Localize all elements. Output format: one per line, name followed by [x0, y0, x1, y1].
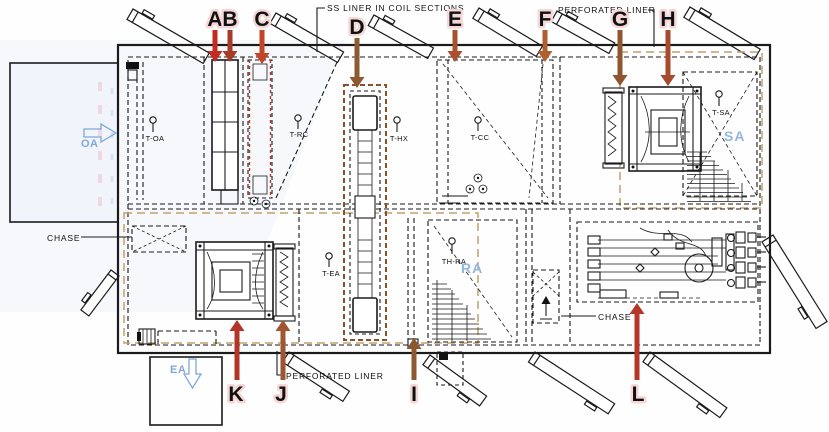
marker-arrow-g: [612, 30, 628, 86]
chase-box-left: [131, 225, 187, 253]
svg-text:T-SA: T-SA: [712, 108, 730, 117]
sensor-t-cc: T-CC: [471, 116, 490, 142]
door: [527, 351, 616, 415]
callout-chase-right: CHASE: [598, 312, 631, 322]
airflow-labels: OA EA RA SA: [81, 122, 745, 390]
ra-plenum: [427, 219, 518, 343]
ea-flow-arrow: [182, 358, 203, 390]
marker-letter-h: H: [660, 8, 675, 31]
svg-text:T-HX: T-HX: [390, 134, 408, 143]
sensors: T-OA T-RC T-HX T-CC T-SA TH-RA T-EA: [146, 90, 730, 278]
marker-letter-l: L: [632, 383, 645, 406]
marker-letter-c: C: [254, 8, 269, 31]
svg-text:TH-RA: TH-RA: [442, 257, 466, 266]
door: [367, 14, 435, 60]
marker-letter-e: E: [448, 8, 462, 31]
sensor-t-sa: T-SA: [712, 90, 730, 117]
marker-arrow-b: [222, 30, 238, 62]
svg-text:T-OA: T-OA: [146, 134, 165, 143]
attenuator-g: [602, 87, 625, 169]
marker-letter-b: B: [222, 8, 237, 31]
chase-box-center: [532, 269, 560, 324]
door: [422, 354, 488, 407]
marker-letter-i: I: [411, 383, 417, 406]
door: [682, 6, 762, 61]
marker-letter-f: F: [539, 8, 552, 31]
coil-section-c: [247, 59, 273, 209]
sensor-t-ea: T-EA: [322, 252, 340, 278]
callout-ss-liner: SS LINER IN COIL SECTIONS: [327, 3, 464, 13]
callout-chase-left: CHASE: [47, 233, 80, 243]
ea-label: EA: [170, 364, 186, 376]
sensor-t-rc: T-RC: [290, 114, 309, 139]
perforated-liner-boundaries: [123, 51, 763, 344]
oa-intake-plenum: [9, 62, 119, 223]
marker-letter-g: G: [612, 8, 628, 31]
marker-arrow-j: [275, 320, 291, 380]
sa-label: SA: [724, 128, 745, 144]
door: [126, 8, 211, 65]
marker-letter-a: A: [207, 8, 222, 31]
svg-text:T-RC: T-RC: [290, 130, 309, 139]
svg-text:T-CC: T-CC: [471, 133, 490, 142]
supply-fan-h: [628, 86, 702, 172]
door: [80, 269, 120, 317]
sa-grille: [687, 151, 751, 202]
marker-arrow-e: [447, 30, 463, 62]
marker-arrow-l: [629, 303, 645, 380]
section-markers: A B C D E F G H I J K L: [205, 6, 678, 409]
sensor-th-ra: TH-RA: [442, 237, 466, 266]
ea-discharge-plenum: [149, 356, 223, 426]
marker-arrow-a: [207, 30, 223, 62]
marker-letter-k: K: [228, 383, 243, 406]
ra-label: RA: [461, 260, 483, 276]
door: [550, 10, 616, 55]
marker-arrow-k: [229, 320, 245, 380]
sensor-t-hx: T-HX: [390, 116, 408, 143]
callout-perforated-liner-top: PERFORATED LINER: [558, 5, 656, 15]
marker-letter-j: J: [275, 383, 287, 406]
oa-label: OA: [81, 138, 99, 150]
callout-perforated-liner-bottom: PERFORATED LINER: [286, 371, 384, 381]
sa-plenum: [682, 71, 758, 202]
cooling-coil-section-ef: [436, 59, 554, 204]
marker-arrow-d: [349, 38, 365, 88]
svg-text:T-EA: T-EA: [322, 269, 340, 278]
marker-arrow-f: [537, 30, 553, 62]
sensor-t-oa: T-OA: [146, 116, 165, 143]
filter-j: [273, 243, 296, 322]
marker-arrow-c: [254, 30, 270, 64]
pipe-stubs: [726, 231, 766, 289]
exhaust-fan-k: [195, 241, 274, 320]
door: [642, 351, 728, 419]
oa-flow-arrow: [83, 122, 118, 144]
marker-arrow-h: [660, 30, 676, 86]
marker-arrow-i: [406, 338, 422, 380]
ra-grille: [432, 280, 491, 341]
access-doors: [80, 6, 828, 419]
door: [281, 351, 351, 403]
marker-letter-d: D: [349, 16, 364, 39]
heat-exchanger-tower-d: [343, 84, 387, 341]
filter-rack-ab: [211, 59, 239, 205]
